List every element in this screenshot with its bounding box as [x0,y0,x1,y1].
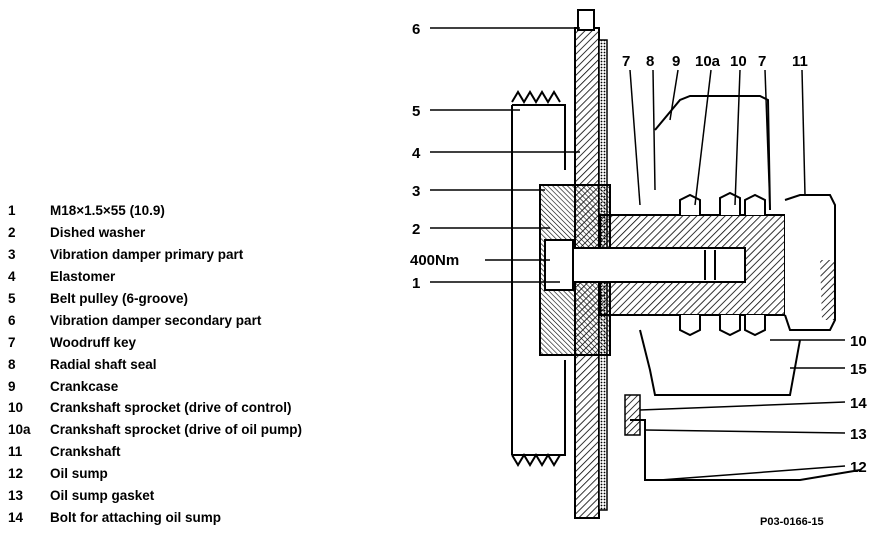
legend-text: Bolt for attaching oil sump [50,509,221,525]
central-bolt [569,247,746,283]
legend-number: 10 [8,400,24,416]
leader-line [644,429,846,434]
legend-number: 7 [8,334,16,350]
callout-label: 9 [672,53,680,70]
sprocket-teeth-bottom [679,315,766,337]
legend-number: 9 [8,378,16,394]
legend-row: 1 M18×1.5×55 (10.9) [8,200,388,222]
callout-label: 11 [792,53,808,70]
callout-label: 13 [850,426,867,443]
legend-number: 2 [8,225,16,241]
legend-row: 7 Woodruff key [8,331,388,353]
legend-text: Crankcase [50,378,119,394]
legend-number: 10a [8,422,31,438]
callout-label: 8 [646,53,654,70]
legend-number: 4 [8,269,16,285]
leader-line [764,69,771,211]
legend-text: Vibration damper secondary part [50,312,262,328]
pulley-grooves-bottom [511,453,561,467]
crankcase-wall [639,329,801,396]
leader-line [652,69,656,191]
legend-row: 10 Crankshaft sprocket (drive of control) [8,397,388,419]
leader-line [669,69,679,121]
callout-label: 4 [412,145,421,162]
leader-line [801,69,806,196]
callout-label: 1 [412,275,420,292]
legend-text: Crankshaft sprocket (drive of control) [50,400,292,416]
legend-number: 5 [8,291,16,306]
callout-label: 15 [850,361,867,378]
damper-top-stub [577,9,595,31]
legend-row: 2 Dished washer [8,222,388,244]
legend-text: Dished washer [50,225,146,241]
legend-text: Oil sump [50,466,108,482]
legend-number: 12 [8,466,24,482]
legend-row: 3 Vibration damper primary part [8,244,388,266]
figure-code: P03-0166-15 [760,516,824,528]
sprocket-teeth-top [679,191,766,215]
legend-number: 13 [8,488,24,504]
leader-line [694,69,712,206]
legend-number: 1 [8,203,16,219]
pulley-grooves-top [511,90,561,104]
leader-line [734,69,741,206]
oil-sump-gasket [624,394,641,436]
legend-text: Crankshaft [50,444,121,460]
legend-number: 14 [8,509,24,525]
legend-text: Oil sump gasket [50,488,155,504]
torque-label: 400Nm [410,252,459,269]
legend-number: 11 [8,444,23,460]
callout-label: 10 [730,53,747,70]
callout-label: 3 [412,183,420,200]
legend-number: 8 [8,356,16,372]
callout-label: 14 [850,395,867,412]
legend-row: 5 Belt pulley (6-groove) [8,288,388,310]
callout-label: 6 [412,21,420,38]
legend-text: Crankshaft sprocket (drive of oil pump) [50,422,303,438]
callout-label: 10a [695,53,721,70]
pulley-outline [511,104,566,456]
crankcase-outline [654,95,771,211]
legend-text: Woodruff key [50,334,137,350]
legend-row: 11 Crankshaft [8,441,388,463]
legend-text: M18×1.5×55 (10.9) [50,203,165,219]
legend-text: Radial shaft seal [50,356,157,372]
callout-label: 2 [412,221,420,238]
legend-number: 6 [8,312,16,328]
legend-row: 10a Crankshaft sprocket (drive of oil pum… [8,419,388,441]
callout-label: 12 [850,459,867,476]
legend-row: 12 Oil sump [8,463,388,485]
leader-line [629,69,641,206]
legend-text: Belt pulley (6-groove) [50,291,189,306]
legend-text: Vibration damper primary part [50,247,244,263]
leader-line [659,465,846,481]
callout-label: 7 [758,53,766,70]
legend-row: 14 Bolt for attaching oil sump [8,506,388,528]
legend-row: 9 Crankcase [8,375,388,397]
legend-row: 8 Radial shaft seal [8,353,388,375]
callout-label: 7 [622,53,630,70]
legend-row: 4 Elastomer [8,266,388,288]
oil-sump [630,419,861,481]
legend-text: Elastomer [50,269,116,285]
legend-row: 6 Vibration damper secondary part [8,309,388,331]
legend-row: 13 Oil sump gasket [8,485,388,507]
callout-label: 5 [412,103,420,120]
legend-number: 3 [8,247,16,263]
leader-line [639,401,846,411]
crankshaft-web-hatch [820,260,835,320]
callout-label: 10 [850,333,867,350]
